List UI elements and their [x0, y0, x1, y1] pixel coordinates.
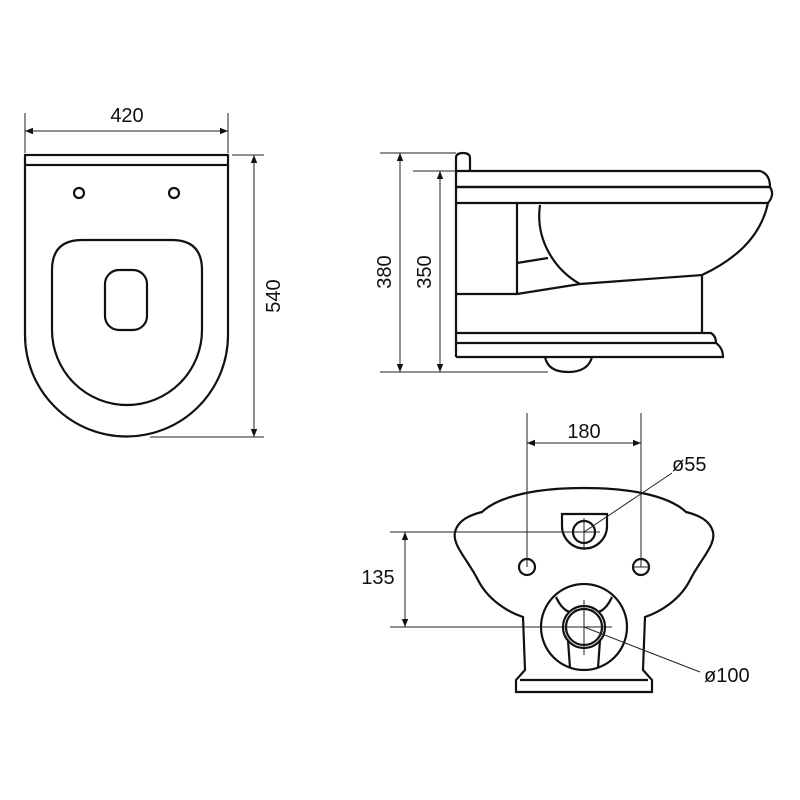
- hinge-hole-left: [72, 186, 86, 200]
- seat-lid: [456, 169, 772, 189]
- top-view: 420 540: [23, 105, 285, 438]
- foot-lower: [456, 342, 725, 359]
- foot-upper: [456, 331, 718, 345]
- inlet-housing: [560, 512, 609, 550]
- outlet-ribs: [555, 596, 613, 669]
- inlet-leader: [583, 472, 673, 533]
- wall-plate: [454, 151, 472, 357]
- trap-line: [516, 256, 549, 265]
- seat-ring: [456, 185, 774, 205]
- length-label: 540: [263, 279, 285, 312]
- outlet-bulge: [543, 356, 594, 374]
- bowl-base-line: [456, 273, 704, 333]
- rear-outline: [453, 486, 715, 694]
- hinge-hole-right: [167, 186, 181, 200]
- inner-rim: [103, 268, 149, 332]
- fixing-spacing-label: 180: [567, 421, 600, 443]
- outlet-leader: [583, 626, 701, 673]
- rear-view: 180 ø55 135 ø100: [361, 413, 750, 694]
- width-label: 420: [110, 105, 143, 127]
- outlet-diameter-label: ø100: [704, 665, 750, 687]
- inlet-diameter-label: ø55: [672, 454, 706, 476]
- side-view: 380 350: [374, 151, 774, 374]
- seat-opening: [50, 238, 204, 407]
- bowl-inner-curve: [538, 204, 581, 285]
- bowl-front-curve: [701, 202, 770, 276]
- total-height-label: 380: [374, 255, 396, 288]
- seat-outline: [23, 165, 230, 438]
- outlet-height-label: 135: [361, 567, 394, 589]
- seat-hinge-strip: [23, 153, 230, 167]
- bowl-height-label: 350: [414, 255, 436, 288]
